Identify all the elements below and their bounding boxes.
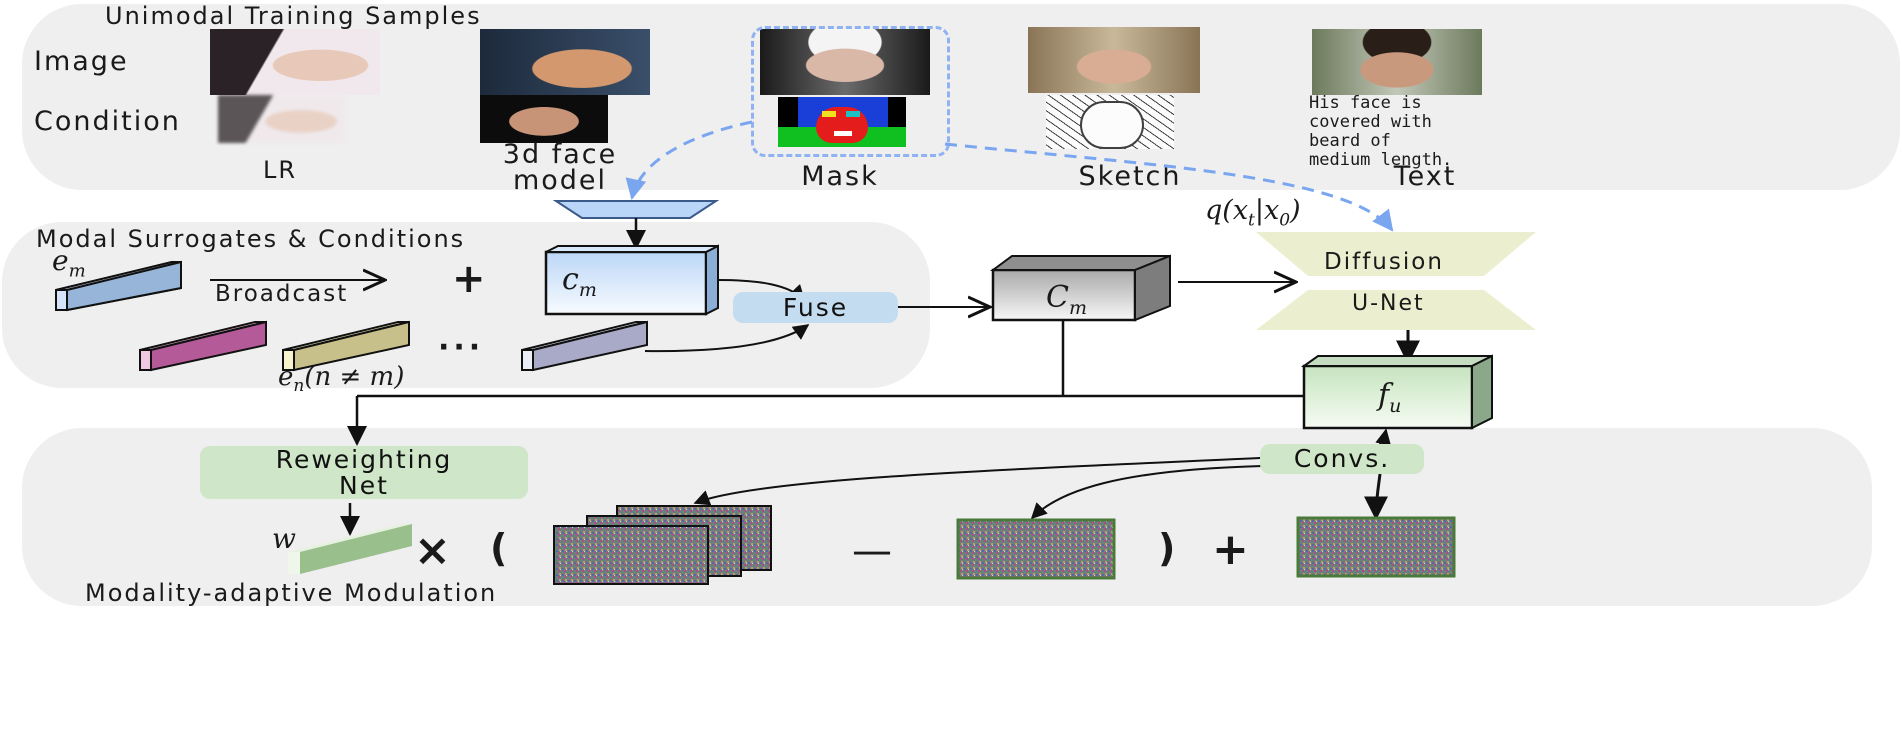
modulation-title: Modality-adaptive Modulation <box>85 579 498 607</box>
sample-label-lr: LR <box>262 156 298 184</box>
lr-condition-image <box>218 95 346 143</box>
face-image-5 <box>1312 29 1482 95</box>
q-formula: q(xt|x0) <box>1205 195 1301 231</box>
sketch-image <box>1046 95 1174 149</box>
sample-label-mask: Mask <box>801 161 879 192</box>
w-label: w <box>272 522 296 555</box>
sample-label-text: Text <box>1393 161 1457 192</box>
face-image-2 <box>480 29 650 95</box>
surrogates-title: Modal Surrogates & Conditions <box>36 225 466 253</box>
broadcast-label: Broadcast <box>215 281 349 307</box>
convs-box: Convs. <box>1260 444 1424 474</box>
right-paren: ) <box>1158 526 1178 570</box>
segmentation-mask-image <box>778 97 906 147</box>
unimodal-title: Unimodal Training Samples <box>105 2 482 30</box>
e-n-label: en(n ≠ m) <box>278 362 405 397</box>
minus-operator: — <box>852 528 894 574</box>
lr-face-image <box>210 29 380 95</box>
f-u-label: fu <box>1378 378 1402 417</box>
big-c-m-label: Cm <box>1046 280 1087 319</box>
mask-selection-box <box>751 26 950 157</box>
times-operator: × <box>414 525 453 576</box>
fuse-box: Fuse <box>733 292 898 323</box>
face-image-3 <box>760 29 930 95</box>
sample-label-sketch: Sketch <box>1078 161 1182 192</box>
reweighting-net-box: Reweighting Net <box>200 446 528 499</box>
text-condition: His face is covered with beard of medium… <box>1309 93 1453 170</box>
left-paren: ( <box>490 526 510 570</box>
ellipsis: ··· <box>438 330 485 365</box>
3d-face-model-image <box>480 95 608 143</box>
face-image-4 <box>1028 27 1200 93</box>
e-m-label: em <box>52 244 86 282</box>
row-label-image: Image <box>34 46 129 77</box>
row-label-condition: Condition <box>34 106 181 137</box>
c-m-label: cm <box>562 262 597 301</box>
plus-operator-2: + <box>1212 524 1251 575</box>
plus-operator-1: + <box>452 256 488 302</box>
sample-label-3d-face-model: 3d face model <box>502 139 618 196</box>
diffusion-label: Diffusion <box>1324 249 1444 275</box>
unet-label: U-Net <box>1352 291 1425 316</box>
